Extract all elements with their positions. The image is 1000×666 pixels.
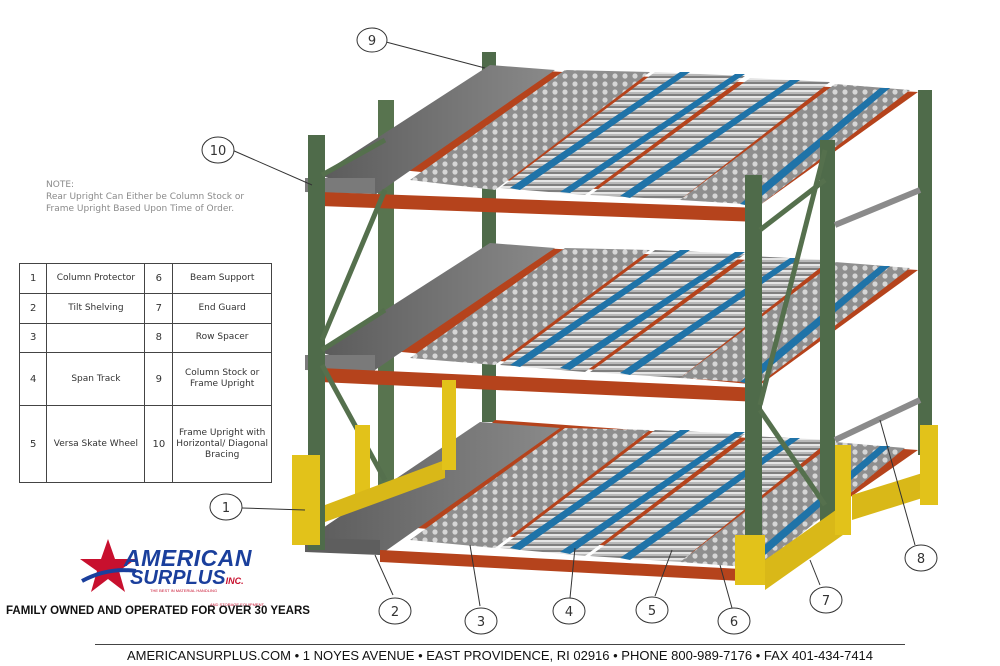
legend-label: Versa Skate Wheel (46, 405, 146, 483)
table-row: 5 Versa Skate Wheel 10 Frame Upright wit… (18, 405, 272, 483)
callout-6: 6 (717, 607, 751, 635)
callout-leaders (231, 41, 916, 609)
note-line-2: Frame Upright Based Upon Time of Order. (46, 204, 235, 214)
callout-6-label: 6 (730, 615, 738, 630)
legend-number: 1 (18, 263, 48, 294)
legend-number: 5 (18, 405, 48, 483)
logo-subtitle-2: AND STORAGE EQUIPMENT (210, 602, 264, 607)
column-protectors-and-end-guards (292, 380, 938, 590)
legend-label: Column Stock or Frame Upright (172, 352, 272, 407)
callout-2: 2 (378, 597, 412, 625)
rack-level-bottom (305, 420, 918, 582)
footer-divider (95, 644, 905, 645)
table-row: 2 Tilt Shelving 7 End Guard (18, 292, 272, 324)
table-row: 4 Span Track 9 Column Stock or Frame Upr… (18, 352, 272, 407)
logo-subtitle: THE BEST IN MATERIAL HANDLING (150, 588, 218, 593)
note-heading: NOTE: (46, 180, 75, 190)
callout-5-label: 5 (648, 604, 656, 619)
legend-number: 2 (18, 292, 48, 324)
callout-1: 1 (209, 493, 243, 521)
callout-9: 9 (356, 27, 388, 53)
callout-10: 10 (201, 136, 235, 164)
legend-number: 10 (144, 405, 174, 483)
front-uprights (308, 135, 922, 560)
legend-label: Column Protector (46, 263, 146, 294)
rack-level-middle (305, 243, 918, 402)
callout-3: 3 (464, 607, 498, 635)
contact-footer: AMERICANSURPLUS.COM • 1 NOYES AVENUE • E… (126, 648, 874, 663)
company-tagline: FAMILY OWNED AND OPERATED FOR OVER 30 YE… (6, 605, 310, 617)
logo-inc-text: INC. (225, 576, 244, 586)
logo-surplus-text: SURPLUS (130, 567, 226, 589)
callout-9-label: 9 (368, 34, 376, 49)
callout-5: 5 (635, 596, 669, 624)
note-line-1: Rear Upright Can Either be Column Stock … (46, 192, 245, 202)
legend-number: 3 (18, 322, 48, 354)
legend-label: Row Spacer (172, 322, 272, 354)
callout-10-label: 10 (210, 144, 227, 159)
legend-number: 6 (144, 263, 174, 294)
callout-4: 4 (552, 597, 586, 625)
american-surplus-logo: AMERICAN SURPLUSINC. THE BEST IN MATERIA… (78, 537, 278, 599)
logo-word-american: AMERICAN (124, 545, 252, 571)
callout-2-label: 2 (391, 605, 399, 620)
star-swoosh-icon (80, 539, 137, 592)
note: NOTE: Rear Upright Can Either be Column … (46, 179, 286, 215)
callout-8: 8 (904, 544, 938, 572)
callout-1-label: 1 (222, 501, 230, 516)
legend-label: End Guard (172, 292, 272, 324)
legend-label: Frame Upright with Horizontal/ Diagonal … (172, 405, 272, 483)
legend-number: 8 (144, 322, 174, 354)
table-row: 3 8 Row Spacer (18, 322, 272, 354)
parts-legend-table: 1 Column Protector 6 Beam Support 2 Tilt… (18, 263, 272, 483)
callout-4-label: 4 (565, 605, 573, 620)
callout-3-label: 3 (477, 615, 485, 630)
callout-7-label: 7 (822, 594, 830, 609)
legend-label (46, 322, 146, 354)
table-row: 1 Column Protector 6 Beam Support (18, 263, 272, 294)
legend-number: 4 (18, 352, 48, 407)
callout-7: 7 (809, 586, 843, 614)
legend-label: Beam Support (172, 263, 272, 294)
legend-number: 7 (144, 292, 174, 324)
callout-8-label: 8 (917, 552, 925, 567)
legend-label: Span Track (46, 352, 146, 407)
legend-number: 9 (144, 352, 174, 407)
logo-word-surplus: SURPLUSINC. (130, 567, 244, 590)
rack-level-top (305, 65, 918, 222)
legend-label: Tilt Shelving (46, 292, 146, 324)
